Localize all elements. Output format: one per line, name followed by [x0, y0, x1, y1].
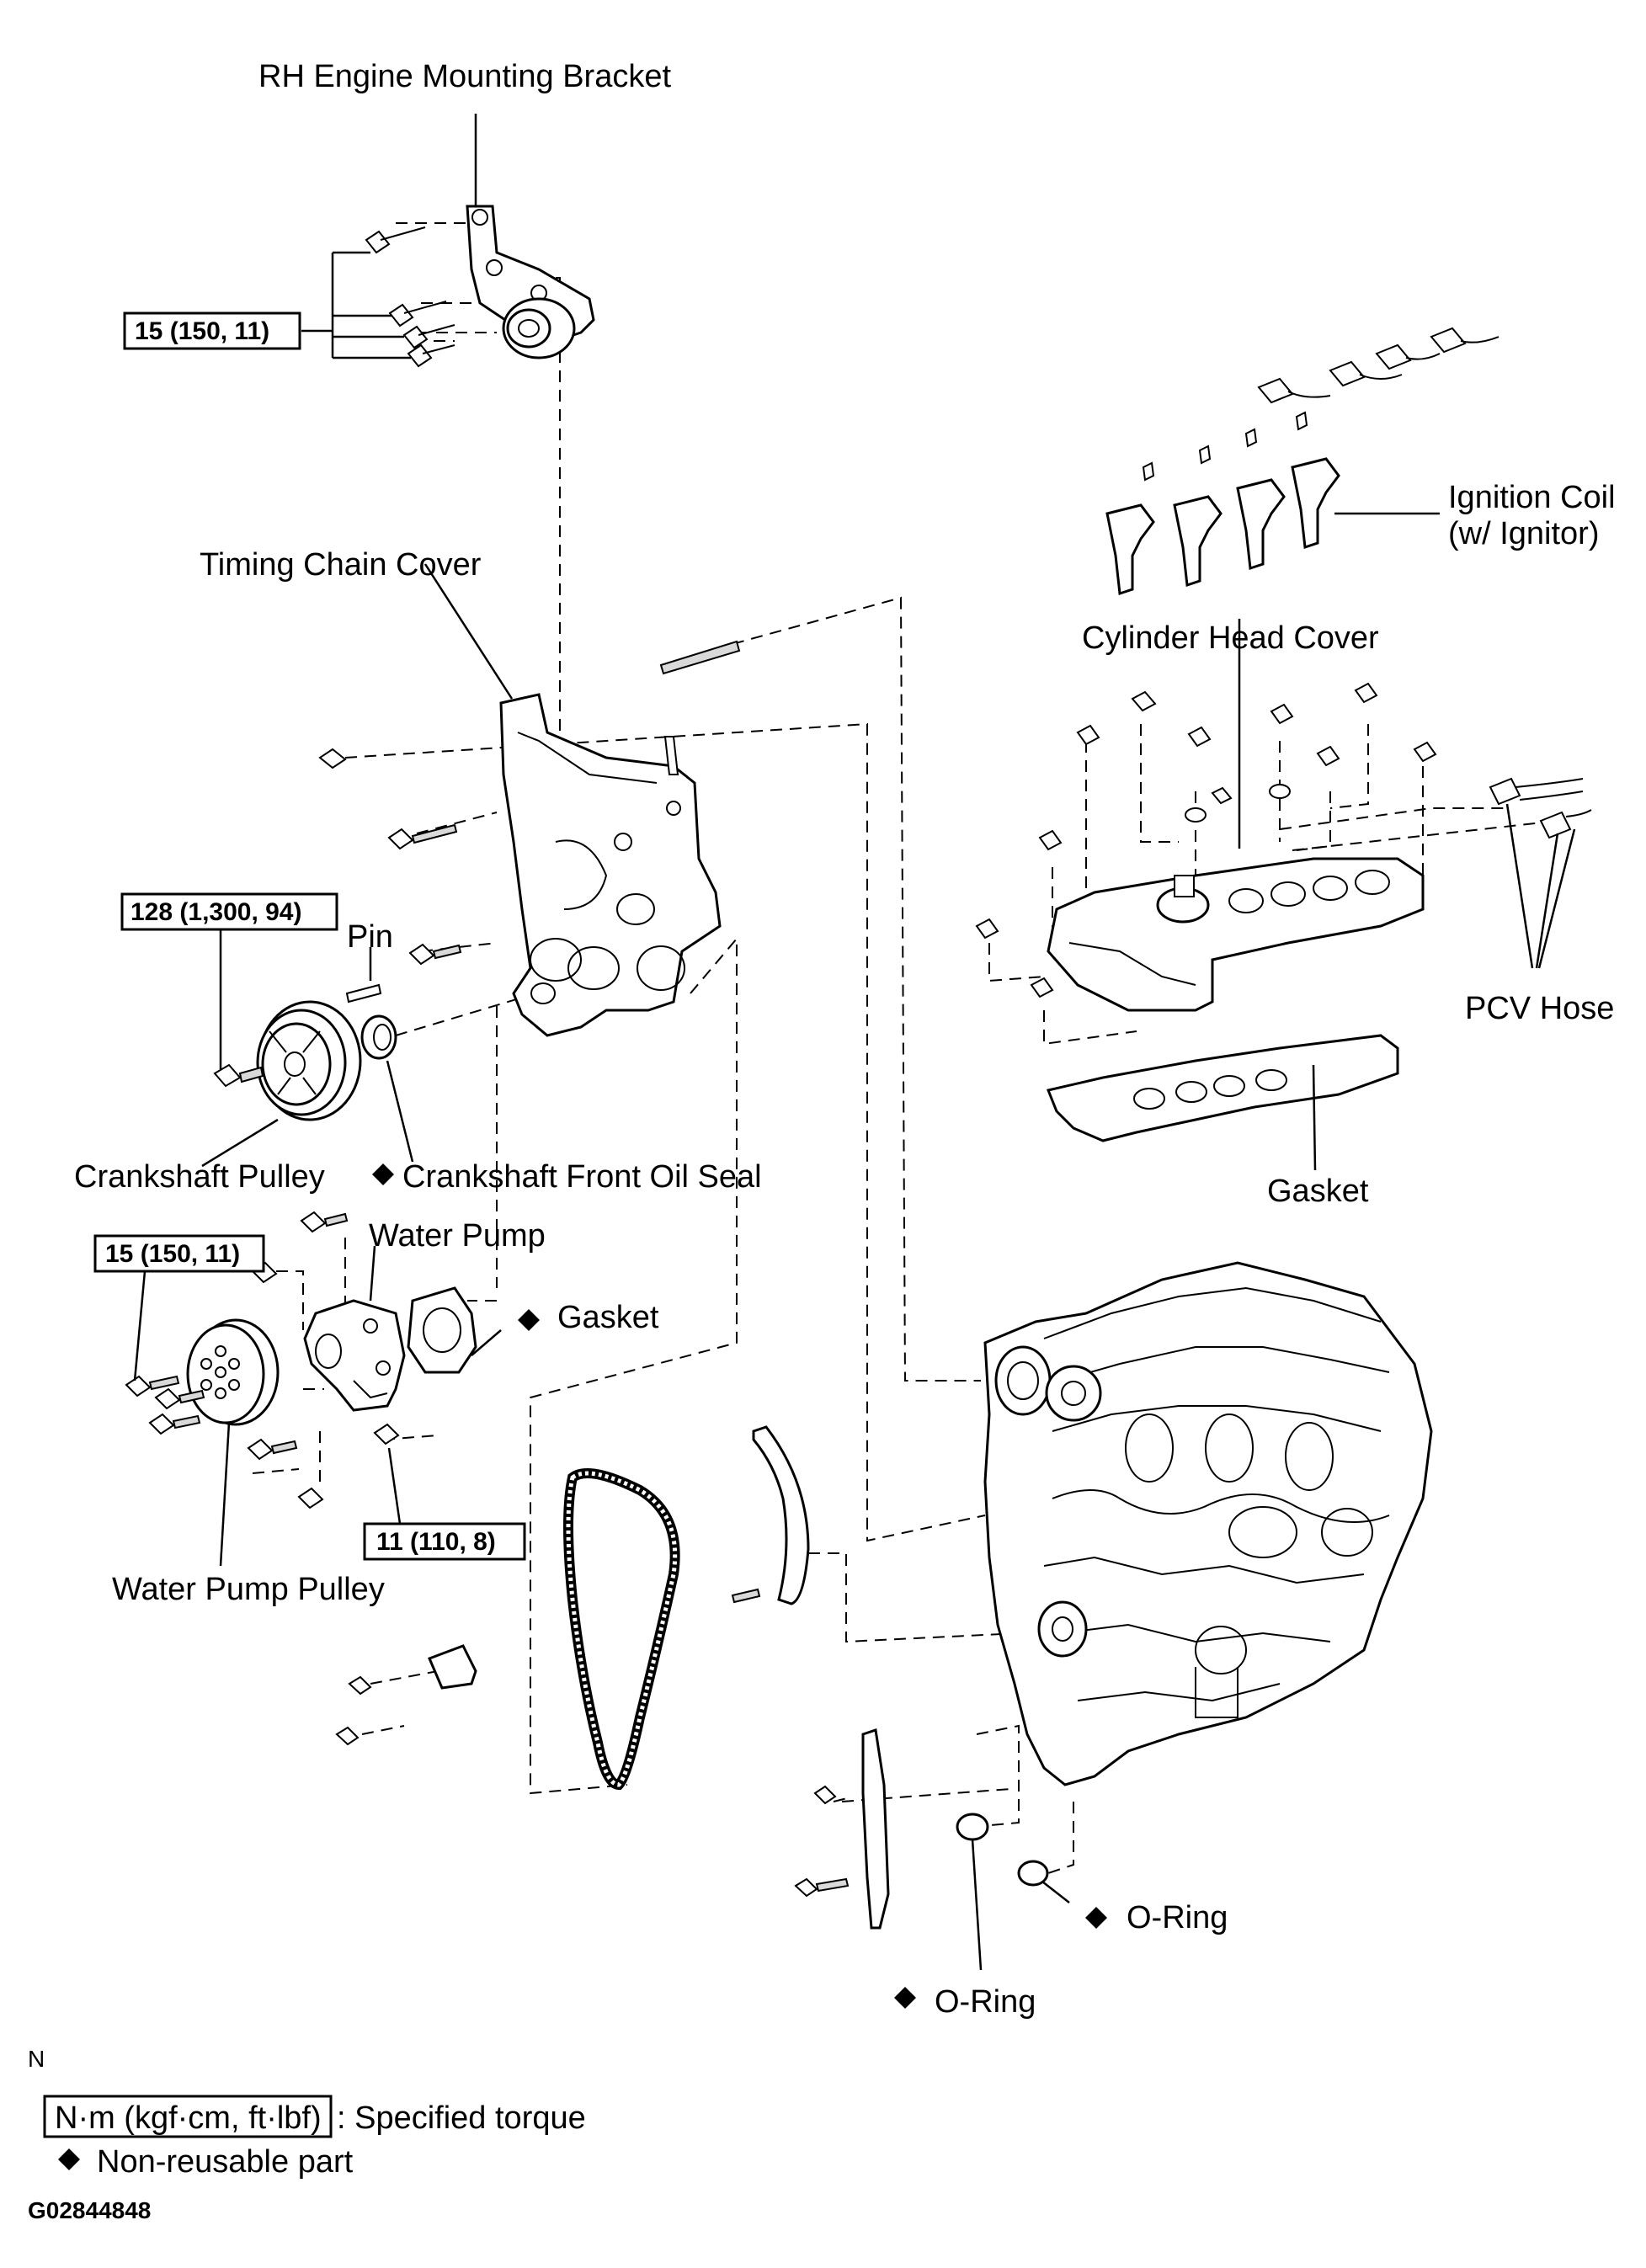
o-ring-lower-label: O-Ring: [935, 1984, 1036, 2020]
oring-right-nonreusable-mark: [1085, 1907, 1107, 1929]
figure-id: G02844848: [28, 2197, 151, 2223]
ignition-coil-connectors: [1257, 327, 1500, 404]
timing-chain-cover-label: Timing Chain Cover: [200, 547, 482, 583]
legend-torque-meaning: : Specified torque: [337, 2100, 586, 2136]
chain-guide: [794, 1728, 890, 1930]
engine-block: [983, 1261, 1433, 1786]
timing-cover-bolts: [318, 748, 462, 966]
water-pump-pulley-label: Water Pump Pulley: [112, 1572, 385, 1607]
legend-torque-units: N·m (kgf·cm, ft·lbf): [55, 2100, 322, 2136]
crankshaft-pulley-bolt: [213, 930, 264, 1088]
head-cover-gasket: [1046, 1034, 1399, 1171]
water-pump-gasket: [407, 1286, 502, 1374]
svg-text:11 (110, 8): 11 (110, 8): [376, 1528, 496, 1556]
oil-seal-nonreusable-mark: [372, 1163, 394, 1185]
pin-label: Pin: [347, 919, 393, 955]
legend-torque-box: [43, 2095, 333, 2138]
oring-lower-nonreusable-mark: [894, 1987, 916, 2009]
torque-box-crank-pulley: 128 (1,300, 94): [120, 892, 338, 931]
crankshaft-pulley-label: Crankshaft Pulley: [74, 1159, 325, 1195]
water-pump-label: Water Pump: [369, 1218, 546, 1254]
timing-chain-cover: [423, 563, 722, 1037]
timing-chain: [563, 1468, 680, 1791]
stud-bolt: [659, 640, 741, 675]
bracket-bolts: [301, 226, 455, 368]
wp-gasket-nonreusable-mark: [518, 1309, 540, 1331]
head-cover-bolts: [975, 682, 1437, 998]
rh-bracket-label: RH Engine Mounting Bracket: [258, 59, 671, 94]
cylinder-head-cover-label: Cylinder Head Cover: [1082, 620, 1379, 656]
orientation-mark: N: [28, 2046, 45, 2072]
water-pump-pulley: [186, 1318, 280, 1567]
ignition-coil-sub-label: (w/ Ignitor): [1448, 516, 1599, 551]
rh-engine-mounting-bracket: [466, 114, 595, 359]
water-pump: [303, 1245, 406, 1412]
legend: N·m (kgf·cm, ft·lbf) : Specified torque …: [28, 2095, 586, 2223]
ignition-coil-label: Ignition Coil: [1448, 480, 1616, 515]
chain-tensioner-arm: [731, 1425, 810, 1605]
crankshaft-oil-seal-label: Crankshaft Front Oil Seal: [402, 1159, 762, 1195]
torque-box-bracket: 15 (150, 11): [123, 311, 301, 350]
chain-tensioner: [335, 1644, 477, 1746]
crankshaft-front-oil-seal: [360, 1014, 414, 1163]
legend-diamond: [58, 2148, 80, 2170]
svg-text:128 (1,300, 94): 128 (1,300, 94): [131, 898, 301, 926]
torque-box-water-pump: 15 (150, 11): [93, 1234, 265, 1273]
water-pump-gasket-label: Gasket: [557, 1300, 659, 1335]
ignition-coils: [1105, 411, 1440, 596]
o-ring-right-label: O-Ring: [1127, 1900, 1228, 1935]
legend-non-reusable: Non-reusable part: [97, 2144, 354, 2180]
pcv-hose-label: PCV Hose: [1465, 991, 1614, 1026]
o-ring-right: [1017, 1860, 1070, 1903]
svg-text:15 (150, 11): 15 (150, 11): [135, 317, 269, 345]
pcv-hose: [1489, 777, 1592, 969]
crankshaft-pulley: [201, 1000, 362, 1168]
cylinder-head-cover: [1047, 619, 1425, 1012]
o-ring-lower: [956, 1813, 989, 1971]
head-cover-gasket-label: Gasket: [1267, 1174, 1369, 1209]
pin: [345, 947, 382, 1004]
torque-box-water-pump-lower: 11 (110, 8): [363, 1522, 526, 1561]
alignment-lines: [252, 222, 1558, 1874]
svg-text:15 (150, 11): 15 (150, 11): [105, 1240, 240, 1268]
